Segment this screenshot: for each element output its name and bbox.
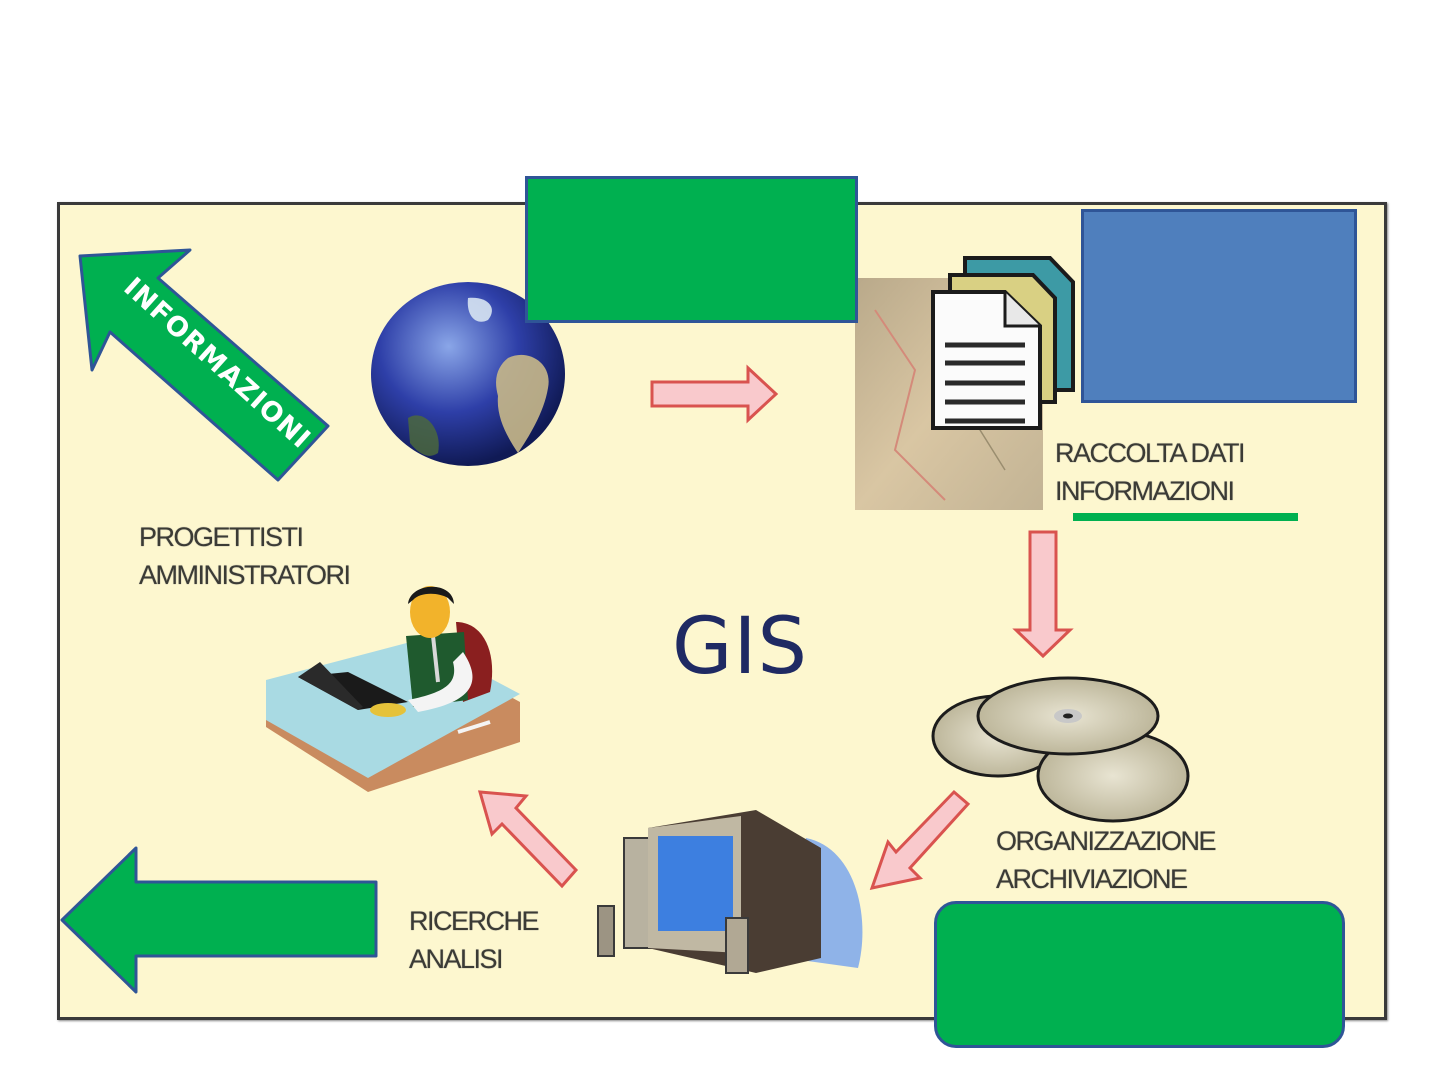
flow-arrow-down-left-icon bbox=[869, 789, 971, 891]
label-line: RICERCHE bbox=[409, 906, 540, 936]
bottom-right-green-box bbox=[934, 901, 1345, 1048]
node-label-data-collection: RACCOLTA DATI INFORMAZIONI bbox=[1055, 434, 1246, 510]
globe-icon bbox=[371, 282, 565, 466]
label-line: RACCOLTA DATI bbox=[1055, 438, 1246, 468]
computer-icon bbox=[597, 810, 863, 974]
label-line: INFORMAZIONI bbox=[1055, 476, 1235, 506]
node-label-analysis: RICERCHE ANALISI bbox=[409, 902, 540, 978]
diagonal-informazioni-arrow bbox=[78, 248, 330, 482]
diagram-title: GIS bbox=[672, 602, 808, 692]
top-right-blue-box bbox=[1081, 209, 1357, 403]
green-underline bbox=[1073, 513, 1298, 521]
flow-arrow-right-icon bbox=[650, 364, 779, 424]
node-label-organization: ORGANIZZAZIONE ARCHIVIAZIONE bbox=[996, 822, 1217, 898]
label-line: ARCHIVIAZIONE bbox=[996, 864, 1188, 894]
flow-arrow-up-left-icon bbox=[477, 790, 579, 889]
top-green-box bbox=[525, 176, 858, 323]
discs-icon bbox=[931, 676, 1190, 823]
documents-map-icon bbox=[855, 256, 1075, 510]
label-line: PROGETTISTI bbox=[139, 522, 304, 552]
label-line: AMMINISTRATORI bbox=[139, 560, 351, 590]
label-line: ANALISI bbox=[409, 944, 504, 974]
node-label-designers: PROGETTISTI AMMINISTRATORI bbox=[139, 518, 351, 594]
left-green-arrow bbox=[60, 846, 378, 994]
flow-arrow-down-icon bbox=[1012, 530, 1074, 659]
person-at-desk-icon bbox=[266, 586, 520, 792]
label-line: ORGANIZZAZIONE bbox=[996, 826, 1217, 856]
